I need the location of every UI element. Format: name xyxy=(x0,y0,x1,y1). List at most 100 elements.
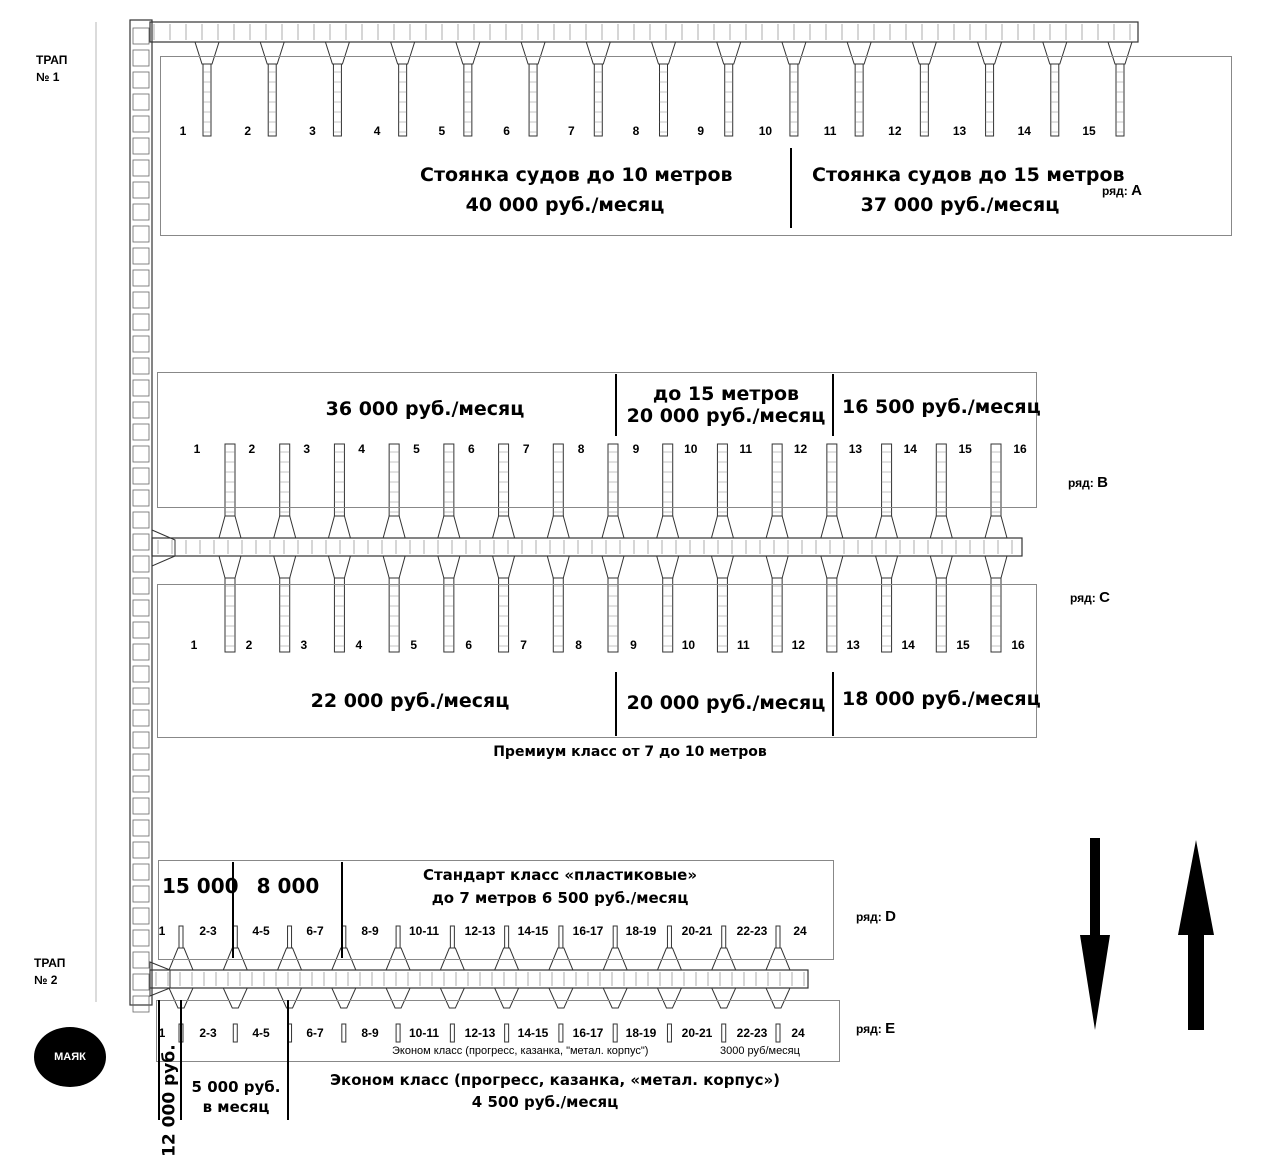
finger-e-joint xyxy=(710,987,737,1009)
finger-a xyxy=(854,63,864,137)
berth-number: 4 xyxy=(373,124,381,138)
berth-number: 11 xyxy=(739,442,752,456)
row-c-label: ряд: C xyxy=(1070,589,1110,606)
finger-c-joint xyxy=(874,555,899,579)
finger-c xyxy=(881,577,893,653)
finger-b-joint xyxy=(656,515,680,539)
pier-bc-frame xyxy=(151,537,1023,557)
berth-number: 6-7 xyxy=(306,924,324,938)
finger-b-joint xyxy=(382,515,406,539)
berth-number: 10 xyxy=(684,442,698,456)
walkway-segment xyxy=(132,775,150,793)
berth-number: 4 xyxy=(355,638,363,652)
walkway-segment xyxy=(132,731,150,749)
berth-number: 20-21 xyxy=(681,924,713,938)
walkway-segment xyxy=(132,929,150,947)
berth-number: 22-23 xyxy=(736,924,768,938)
finger-d xyxy=(558,925,564,949)
berth-number: 9 xyxy=(697,124,705,138)
finger-a xyxy=(659,63,668,137)
row-a-letter: A xyxy=(1131,182,1142,199)
walkway-segment xyxy=(132,93,150,111)
row-a-zone-2: Стоянка судов до 15 метров 37 000 руб./м… xyxy=(812,164,1125,218)
finger-a xyxy=(985,63,995,137)
berth-number: 1 xyxy=(158,924,166,938)
finger-c xyxy=(279,577,291,653)
row-b-zone-2: до 15 метров 20 000 руб./месяц xyxy=(626,383,826,428)
walkway-segment xyxy=(132,951,150,969)
finger-c xyxy=(552,577,564,653)
walkway-segment xyxy=(132,577,150,595)
finger-c xyxy=(607,577,619,653)
berth-number: 24 xyxy=(793,924,807,938)
finger-c-joint xyxy=(491,555,516,579)
berth-number: 3 xyxy=(300,638,308,652)
row-c-label-prefix: ряд: xyxy=(1070,591,1096,605)
walkway-segment xyxy=(132,115,150,133)
finger-d xyxy=(178,925,184,949)
row-a-divider xyxy=(790,148,792,228)
row-a-zone-2-title: Стоянка судов до 15 метров xyxy=(812,164,1125,186)
finger-c xyxy=(826,577,838,653)
berth-number: 7 xyxy=(520,638,527,652)
berth-number: 13 xyxy=(848,442,863,456)
berth-number: 5 xyxy=(438,124,446,138)
finger-c-joint xyxy=(929,555,953,579)
finger-e xyxy=(341,1023,347,1043)
finger-e xyxy=(395,1023,401,1043)
row-a-zone-1-price: 40 000 руб./месяц xyxy=(465,193,665,216)
row-e-zone-2-period: в месяц xyxy=(202,1097,270,1116)
finger-c-joint xyxy=(546,555,570,579)
berth-number: 22-23 xyxy=(736,1026,768,1040)
finger-d xyxy=(449,925,455,949)
pier-bc-entry xyxy=(151,529,176,567)
finger-c xyxy=(990,577,1002,653)
finger-c-joint xyxy=(656,555,680,579)
finger-d xyxy=(721,925,727,949)
row-e-economy-note: Эконом класс (прогресс, казанка, "метал.… xyxy=(392,1045,649,1057)
lighthouse-marker: МАЯК xyxy=(34,1027,106,1087)
finger-e-joint xyxy=(493,987,520,1009)
walkway-segment xyxy=(132,291,150,309)
walkway-segment xyxy=(132,511,150,529)
walkway-segment xyxy=(132,49,150,67)
walkway-segment xyxy=(132,687,150,705)
gangway-2-number: № 2 xyxy=(34,973,58,988)
berth-number: 10-11 xyxy=(408,1026,440,1040)
berth-number: 8 xyxy=(632,124,640,138)
row-e-divider-2 xyxy=(287,1000,289,1120)
berth-number: 2 xyxy=(244,124,252,138)
finger-e-joint xyxy=(276,987,303,1009)
berth-number: 5 xyxy=(410,638,418,652)
berth-number: 7 xyxy=(522,442,530,456)
finger-b-joint xyxy=(984,515,1008,539)
walkway-segment xyxy=(132,27,150,45)
finger-a xyxy=(593,63,603,137)
row-a-label-prefix: ряд: xyxy=(1102,184,1128,198)
finger-c xyxy=(498,577,510,653)
berth-number: 8-9 xyxy=(361,924,379,938)
berth-number: 6 xyxy=(503,124,510,138)
finger-c xyxy=(935,577,947,653)
finger-a xyxy=(1115,63,1125,137)
finger-c-joint xyxy=(820,555,844,579)
finger-b-joint xyxy=(546,515,570,539)
finger-e-joint xyxy=(548,987,574,1009)
finger-c xyxy=(716,577,728,653)
premium-class-caption: Премиум класс от 7 до 10 метров xyxy=(493,744,767,760)
main-walkway xyxy=(95,19,153,1013)
row-e-label: ряд: E xyxy=(856,1020,895,1037)
walkway-segment xyxy=(132,159,150,177)
row-b-zone-2-title: до 15 метров xyxy=(652,383,800,405)
berth-number: 20-21 xyxy=(681,1026,713,1040)
berth-number: 2-3 xyxy=(199,924,217,938)
finger-a xyxy=(463,63,473,137)
berth-number: 3 xyxy=(309,124,316,138)
finger-e-joint xyxy=(222,987,249,1009)
berth-number: 5 xyxy=(413,442,420,456)
row-b-divider-1 xyxy=(615,374,617,436)
row-c-area xyxy=(157,584,1037,738)
finger-b-joint xyxy=(601,515,625,539)
berth-number: 9 xyxy=(630,638,637,652)
finger-c-joint xyxy=(710,555,735,579)
